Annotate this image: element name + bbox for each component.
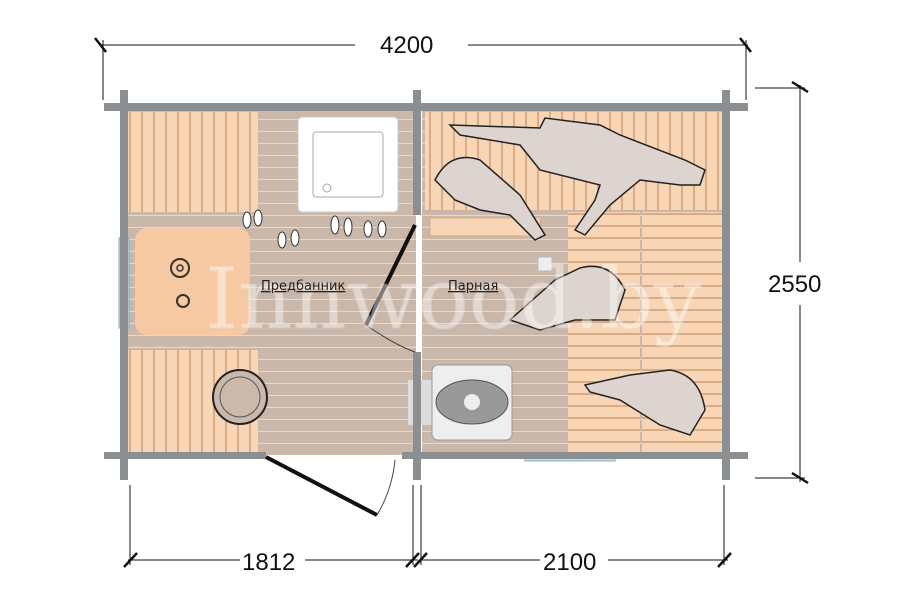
dimension-total-depth: 2550 <box>768 271 821 298</box>
bench-right-lower <box>568 212 640 452</box>
slippers <box>242 209 387 249</box>
walls <box>104 90 748 480</box>
door-steam-room[interactable] <box>364 224 417 326</box>
table <box>135 228 250 335</box>
dimension-total-width: 4200 <box>380 32 433 59</box>
room-label-steam: Парная <box>448 279 498 294</box>
thermometer-panel <box>537 256 553 272</box>
dimension-lines <box>94 37 809 568</box>
wooden-tub-rim <box>219 376 261 418</box>
dimension-steam-room: 2100 <box>543 549 596 576</box>
shower-inner <box>312 131 384 198</box>
shower-drain <box>322 183 332 193</box>
cup-icon <box>176 294 190 308</box>
stove-center <box>464 394 480 410</box>
people <box>434 117 706 436</box>
teapot-lid <box>176 264 184 272</box>
wooden-tub <box>212 369 268 425</box>
door-entrance-arc <box>376 459 396 516</box>
dimension-changing-room: 1812 <box>242 549 295 576</box>
watermark: Innwood.by <box>205 250 702 348</box>
teapot-icon <box>170 258 190 278</box>
door-swing-arc <box>365 324 416 353</box>
bench-top-left <box>128 112 258 212</box>
room-label-changing: Предбанник <box>261 279 345 294</box>
door-entrance[interactable] <box>265 455 378 517</box>
